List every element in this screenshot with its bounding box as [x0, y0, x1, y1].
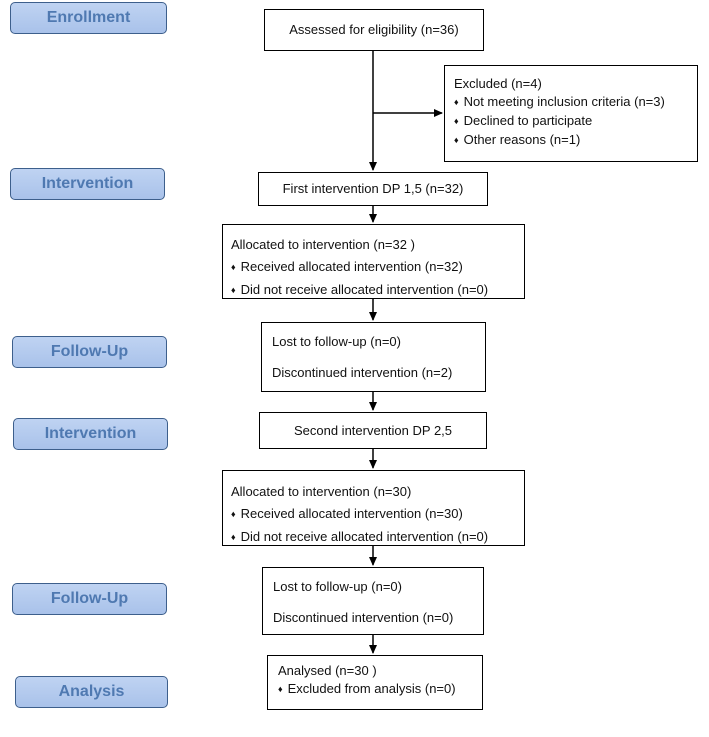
stage-intervention-2: Intervention [13, 418, 168, 450]
stage-enrollment: Enrollment [10, 2, 167, 34]
excluded-title: Excluded (n=4) [454, 76, 542, 91]
analysed-box: Analysed (n=30 ) Excluded from analysis … [267, 655, 483, 710]
assessed-text: Assessed for eligibility (n=36) [289, 22, 459, 37]
allocated-box-2: Allocated to intervention (n=30) Receive… [222, 470, 525, 546]
allocated-box-1: Allocated to intervention (n=32 ) Receiv… [222, 224, 525, 299]
first-intervention-box: First intervention DP 1,5 (n=32) [258, 172, 488, 206]
second-intervention-box: Second intervention DP 2,5 [259, 412, 487, 449]
allocated-item: Received allocated intervention (n=32) [231, 258, 524, 277]
lost-to-follow-up: Lost to follow-up (n=0) [273, 579, 402, 594]
follow-up-box-2: Lost to follow-up (n=0) Discontinued int… [262, 567, 484, 635]
discontinued-intervention: Discontinued intervention (n=0) [273, 610, 454, 625]
assessed-box: Assessed for eligibility (n=36) [264, 9, 484, 51]
follow-up-box-1: Lost to follow-up (n=0) Discontinued int… [261, 322, 486, 392]
second-intervention-text: Second intervention DP 2,5 [293, 422, 453, 438]
analysed-item: Excluded from analysis (n=0) [278, 680, 482, 699]
stage-follow-up-2: Follow-Up [12, 583, 167, 615]
discontinued-intervention: Discontinued intervention (n=2) [272, 365, 453, 380]
allocated-title: Allocated to intervention (n=30) [231, 484, 412, 499]
excluded-box: Excluded (n=4) Not meeting inclusion cri… [444, 65, 698, 162]
first-intervention-text: First intervention DP 1,5 (n=32) [282, 181, 464, 196]
stage-follow-up-1: Follow-Up [12, 336, 167, 368]
excluded-item: Declined to participate [454, 112, 697, 131]
allocated-item: Did not receive allocated intervention (… [231, 281, 524, 300]
stage-intervention-1: Intervention [10, 168, 165, 200]
allocated-item: Received allocated intervention (n=30) [231, 505, 524, 524]
excluded-item: Not meeting inclusion criteria (n=3) [454, 93, 697, 112]
allocated-title: Allocated to intervention (n=32 ) [231, 237, 415, 252]
lost-to-follow-up: Lost to follow-up (n=0) [272, 334, 401, 349]
allocated-item: Did not receive allocated intervention (… [231, 528, 524, 547]
stage-analysis: Analysis [15, 676, 168, 708]
excluded-item: Other reasons (n=1) [454, 131, 697, 150]
analysed-title: Analysed (n=30 ) [278, 663, 377, 678]
